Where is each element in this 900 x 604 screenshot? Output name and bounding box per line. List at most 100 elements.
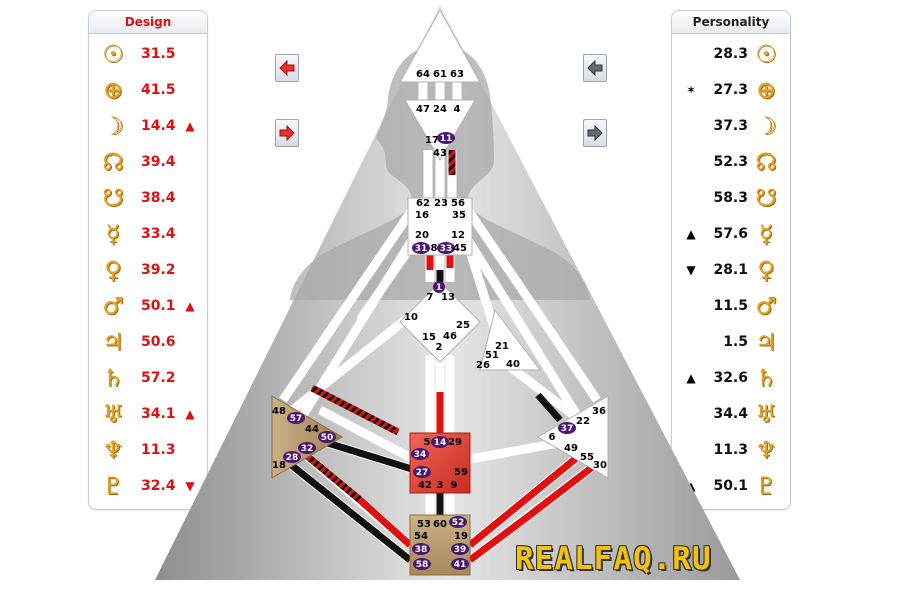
gate-24-label: 24: [433, 104, 447, 115]
gate-22: 22: [576, 416, 590, 427]
gate-41: 41: [451, 558, 469, 570]
gate-8: 8: [431, 243, 438, 254]
gate-18-label: 18: [272, 460, 286, 471]
solar-plexus-center: [537, 395, 609, 479]
gate-56: 56: [451, 198, 465, 209]
design-row-south-node: ☋ 38.4: [89, 180, 207, 216]
gate-14-label: 14: [434, 438, 447, 448]
earth-icon: ⊕: [755, 76, 777, 104]
gate-39-label: 39: [454, 545, 467, 555]
gate-38-marker: [412, 543, 430, 555]
design-value-moon: 14.4: [141, 118, 176, 134]
personality-row-south-node: 58.3☋: [672, 180, 790, 216]
gate-63: 63: [450, 69, 464, 80]
gate-26: 26: [476, 360, 490, 371]
moon-icon: ☽: [755, 112, 777, 140]
gate-55: 55: [580, 452, 594, 463]
personality-row-pluto: ▲50.1♇: [672, 468, 790, 504]
gate-11: 11: [437, 132, 455, 144]
gate-5-label: 5: [424, 437, 431, 448]
gate-42: 42: [418, 480, 432, 491]
personality-row-uranus: 34.4♅: [672, 396, 790, 432]
design-row-earth: ⊕ 41.5: [89, 72, 207, 108]
venus-icon: ♀: [757, 256, 775, 284]
gate-1-label: 1: [436, 283, 442, 293]
design-value-earth: 41.5: [141, 82, 176, 98]
gate-2-label: 2: [436, 342, 443, 353]
gate-40-label: 40: [506, 359, 520, 370]
gate-29: 29: [448, 437, 462, 448]
gate-62-label: 62: [416, 198, 430, 209]
gate-64: 64: [416, 69, 430, 80]
gate-53: 53: [417, 519, 431, 530]
gate-30-label: 30: [593, 460, 607, 471]
earth-icon: ⊕: [102, 76, 124, 104]
gate-34-label: 34: [414, 450, 427, 460]
gate-64-label: 64: [416, 69, 430, 80]
personality-value-saturn: 32.6: [713, 370, 748, 386]
gate-52-label: 52: [452, 518, 465, 528]
arrow-left-red-icon: [279, 60, 295, 76]
design-row-north-node: ☊39.4: [89, 144, 207, 180]
gate-19: 19: [454, 531, 468, 542]
personality-mark-venus: ▼: [686, 263, 696, 277]
gate-50: 50: [318, 431, 336, 443]
gate-39-marker: [451, 543, 469, 555]
design-mark-moon: ▲: [185, 119, 195, 133]
arrow-left-gray-icon: [587, 60, 603, 76]
arrow-right-red-icon: [279, 125, 295, 141]
gate-46-label: 46: [443, 331, 457, 342]
personality-prev-button[interactable]: [583, 54, 607, 82]
gate-35: 35: [452, 210, 466, 221]
gate-58: 58: [413, 558, 431, 570]
gate-11-marker: [437, 132, 455, 144]
gate-25: 25: [456, 320, 470, 331]
gate-47: 47: [416, 104, 430, 115]
south-node-icon: ☋: [102, 184, 124, 212]
gate-41-label: 41: [454, 560, 467, 570]
north-node-icon: ☊: [102, 148, 124, 176]
gate-8-label: 8: [431, 243, 438, 254]
uranus-icon: ♅: [755, 400, 777, 428]
south-node-icon: ☋: [755, 184, 777, 212]
gate-18: 18: [272, 460, 286, 471]
gate-59: 59: [454, 467, 468, 478]
gate-54-label: 54: [414, 531, 428, 542]
gate-13-label: 13: [441, 292, 455, 303]
gate-3-label: 3: [437, 480, 444, 491]
gate-10: 10: [404, 312, 418, 323]
personality-value-venus: 28.1: [713, 262, 748, 278]
gate-60-label: 60: [433, 519, 447, 530]
ajna-center: [404, 99, 476, 161]
sun-icon: ☉: [755, 40, 777, 68]
design-prev-button[interactable]: [275, 54, 299, 82]
gate-47-label: 47: [416, 104, 430, 115]
gate-29-label: 29: [448, 437, 462, 448]
gate-50-label: 50: [321, 433, 334, 443]
gate-48-label: 48: [272, 406, 286, 417]
personality-row-earth: ✶27.3⊕: [672, 72, 790, 108]
gate-40: 40: [506, 359, 520, 370]
jupiter-icon: ♃: [755, 328, 777, 356]
gate-4-label: 4: [454, 104, 461, 115]
gate-49: 49: [564, 443, 578, 454]
design-row-venus: ♀39.2: [89, 252, 207, 288]
personality-row-north-node: 52.3☊: [672, 144, 790, 180]
personality-next-button[interactable]: [583, 119, 607, 147]
design-value-venus: 39.2: [141, 262, 176, 278]
gate-1-marker: [433, 281, 445, 293]
gate-16: 16: [415, 210, 429, 221]
personality-value-mars: 11.5: [713, 298, 748, 314]
personality-row-saturn: ▲32.6♄: [672, 360, 790, 396]
gate-51: 51: [485, 350, 499, 361]
gate-36-label: 36: [592, 406, 606, 417]
design-panel: Design ☉31.5⊕41.5☽14.4▲☊39.4☋38.4☿33.4♀3…: [88, 10, 208, 510]
gate-33-marker: [437, 242, 455, 254]
north-node-icon: ☊: [755, 148, 777, 176]
pluto-icon: ♇: [755, 472, 777, 500]
gate-38: 38: [412, 543, 430, 555]
design-value-south-node: 38.4: [141, 190, 176, 206]
design-next-button[interactable]: [275, 119, 299, 147]
